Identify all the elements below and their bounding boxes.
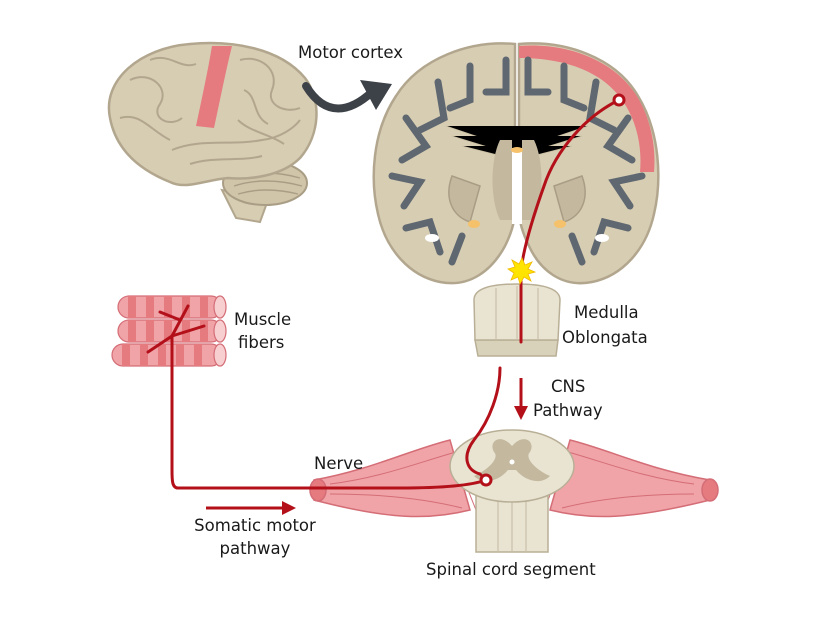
- label-nerve: Nerve: [314, 454, 364, 473]
- nerve-fiber-lines: [329, 451, 695, 521]
- brain-side-view: [107, 41, 318, 224]
- medulla-side: [474, 339, 559, 357]
- curved-arrow: [302, 82, 376, 113]
- cortex-sulci: [388, 56, 646, 266]
- axon-branch-4: [158, 310, 182, 322]
- nerve-bundle-right: [549, 439, 711, 518]
- upper-neuron-cell-body: [612, 93, 626, 107]
- nerve-end-right: [701, 478, 719, 502]
- label-cns-line1: CNS: [551, 377, 586, 396]
- spinal-nerve-bundles: [309, 439, 719, 521]
- label-somatic-line1: Somatic motor: [194, 516, 316, 535]
- label-medulla-line1: Medulla: [574, 303, 639, 322]
- medulla-oblongata: [473, 283, 561, 357]
- nerve-bundle-left: [313, 439, 471, 518]
- brain-gyri: [119, 57, 301, 165]
- label-muscle-line2: fibers: [238, 333, 285, 352]
- medulla-grooves: [495, 286, 539, 340]
- amygdala-left: [468, 220, 480, 228]
- muscle-fiber-1: [117, 295, 227, 319]
- motor-pathway: [146, 98, 621, 490]
- central-canal: [509, 459, 515, 465]
- label-somatic-line2: pathway: [219, 539, 291, 558]
- amygdala-right: [554, 220, 566, 228]
- impulse-burst: [507, 257, 537, 286]
- hippocampus-left: [425, 234, 439, 242]
- muscle-fibers: [111, 295, 227, 367]
- axon-branch-1: [146, 334, 174, 354]
- label-motor-cortex: Motor cortex: [298, 43, 403, 62]
- label-medulla-line2: Oblongata: [562, 328, 648, 347]
- motor-cortex-strip: [196, 46, 232, 128]
- curved-arrow-head: [360, 80, 392, 110]
- muscle-fiber-3: [111, 343, 227, 367]
- fornix-spot: [511, 147, 523, 153]
- label-spinal-cord-segment: Spinal cord segment: [426, 560, 596, 579]
- descending-tract: [465, 366, 502, 482]
- upper-motor-neuron-axon: [519, 98, 621, 344]
- lateral-ventricles: [492, 140, 542, 220]
- lower-neuron-cell-body: [479, 473, 493, 487]
- lower-motor-neuron-axon: [170, 334, 488, 490]
- cns-arrow-head: [514, 406, 528, 420]
- hippocampus-right: [595, 234, 609, 242]
- label-cns-line2: Pathway: [533, 401, 603, 420]
- septum: [512, 148, 522, 224]
- somatic-arrow-head: [282, 501, 296, 515]
- axon-branch-3: [170, 324, 206, 338]
- label-muscle-line1: Muscle: [234, 310, 292, 329]
- motor-cortex-section-highlight: [519, 45, 655, 172]
- nerve-end-left: [309, 478, 327, 502]
- coronal-brain-section: [372, 42, 660, 285]
